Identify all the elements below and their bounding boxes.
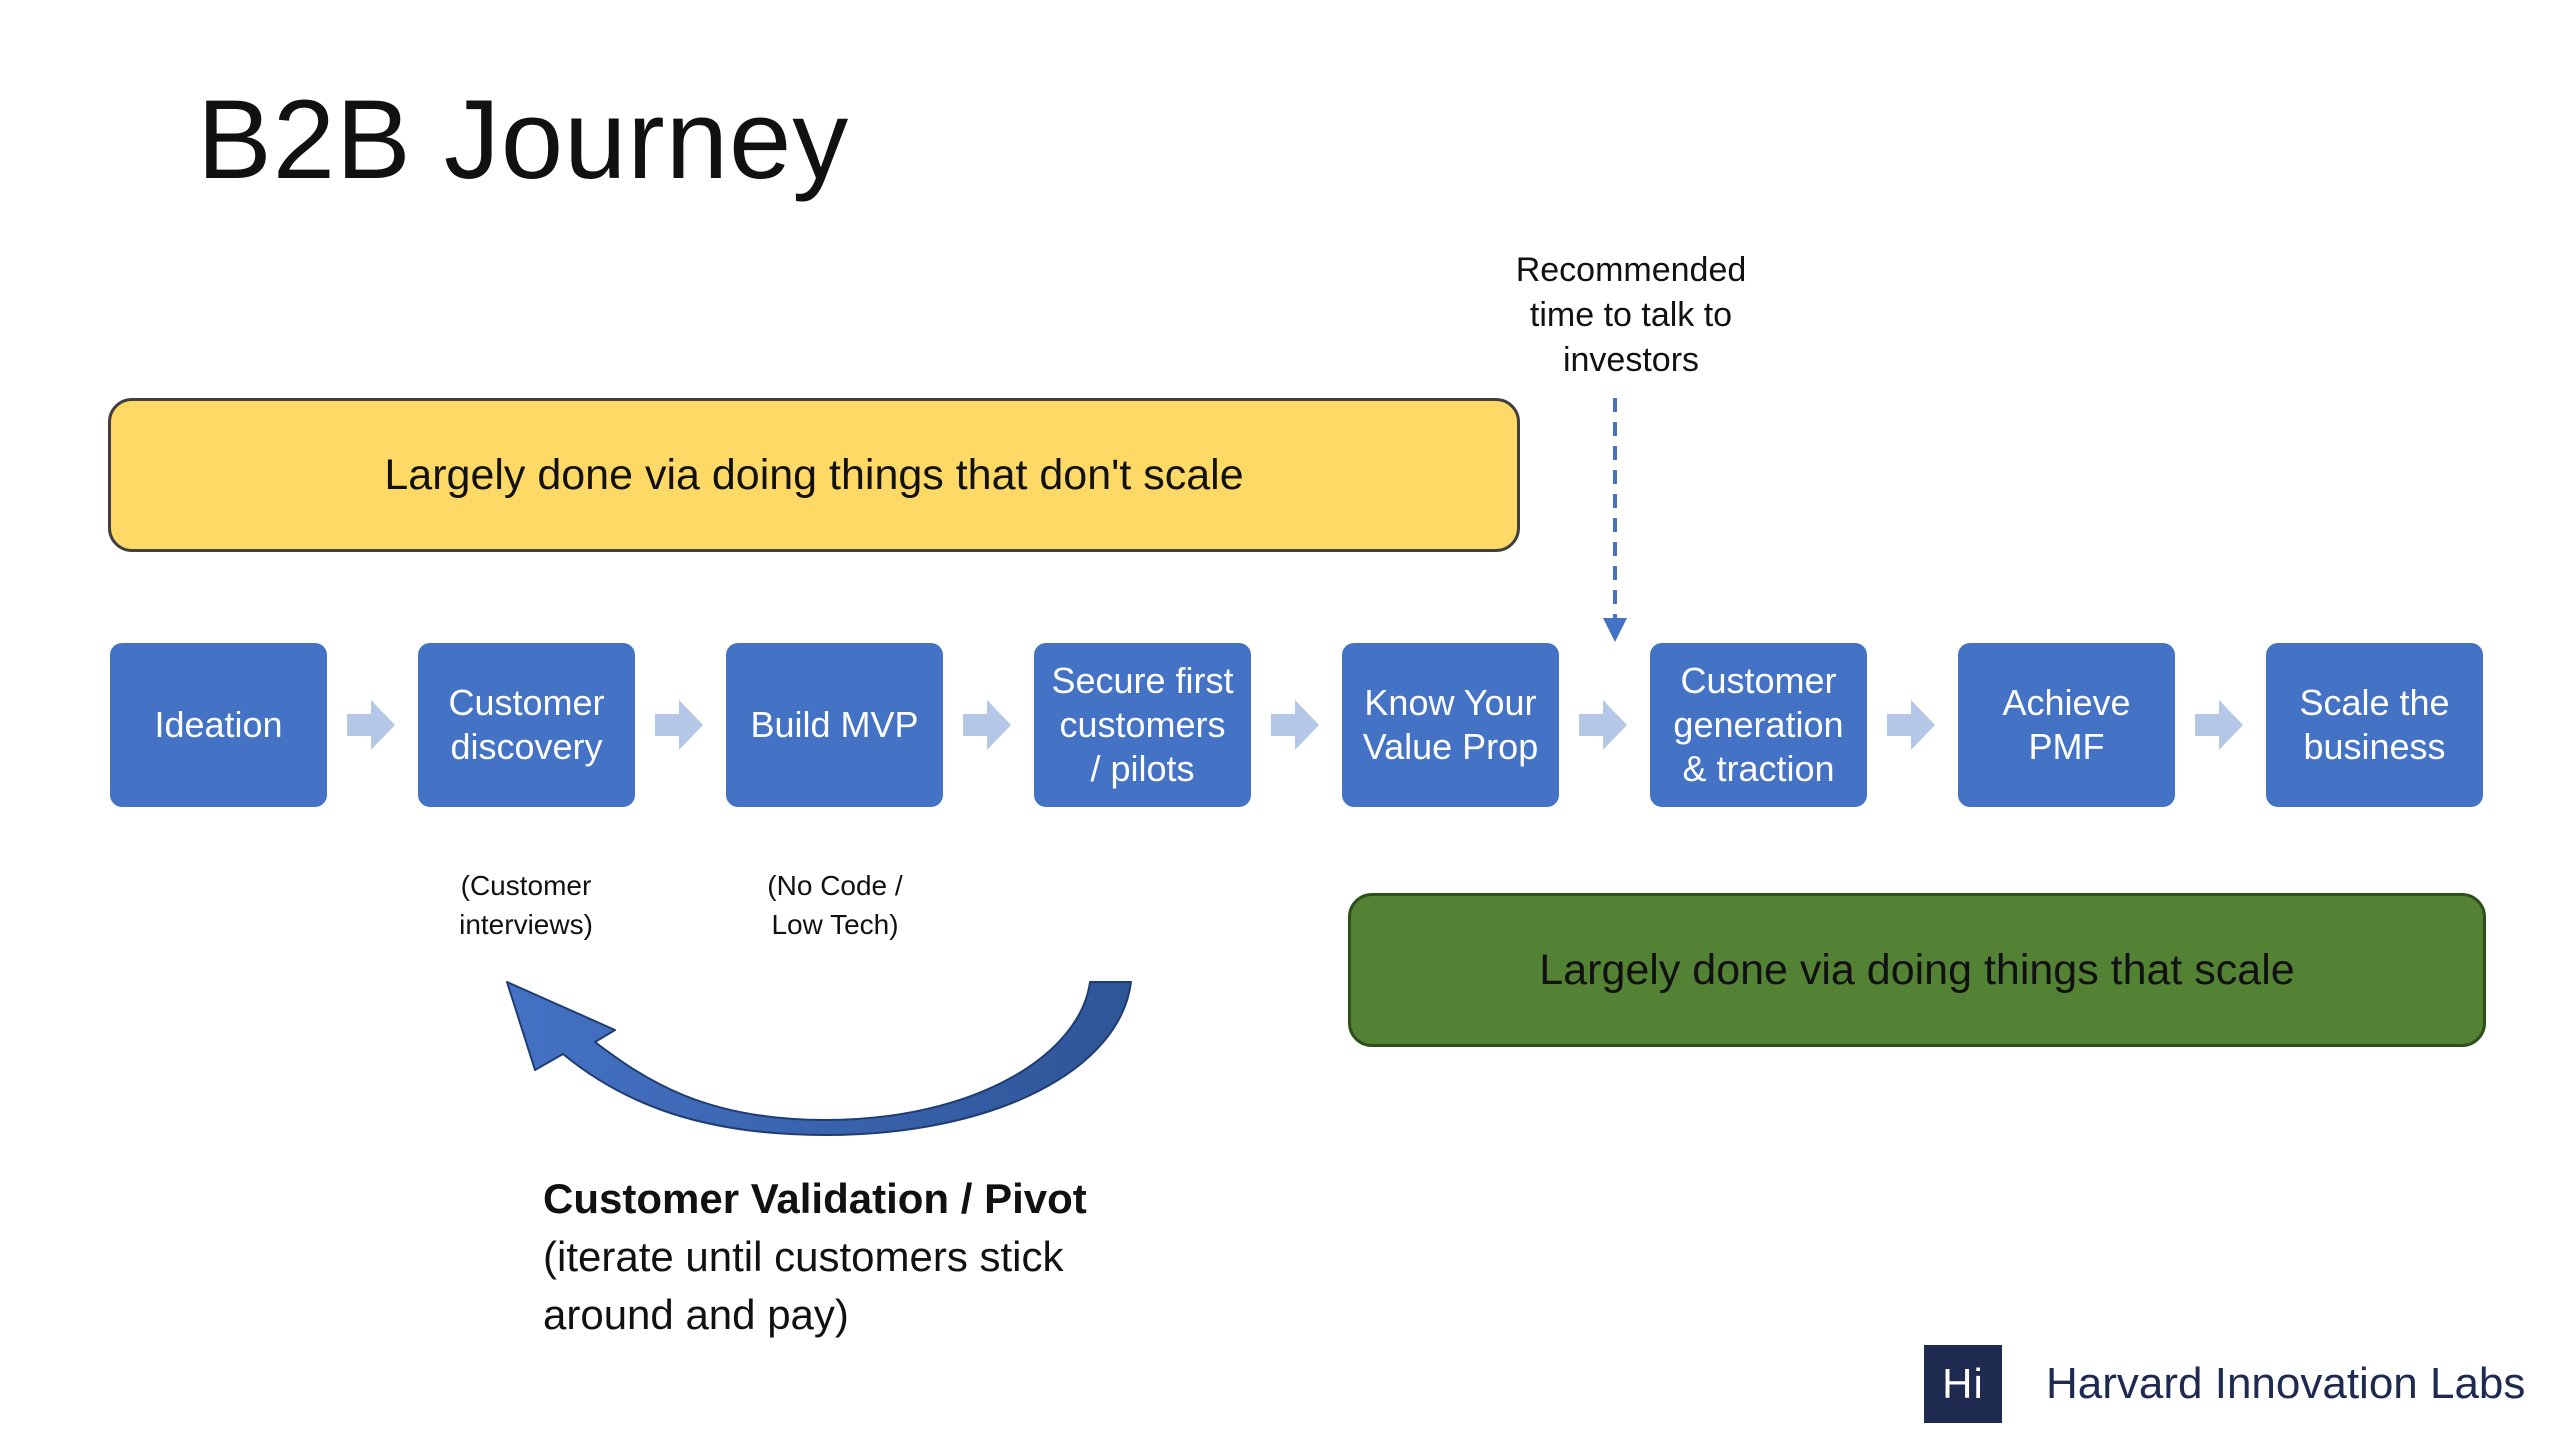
step-know-your-value-prop-line-1: Know Your <box>1364 682 1537 723</box>
banner-no-scale: Largely done via doing things that don't… <box>108 398 1520 552</box>
step-customer-discovery-line-1: Customer <box>448 682 605 723</box>
banner-no-scale-text: Largely done via doing things that don't… <box>384 450 1244 499</box>
step-build-mvp: Build MVP <box>726 643 943 807</box>
step-customer-generation-line-3: & traction <box>1682 748 1835 789</box>
chevron-right-icon <box>963 700 1011 750</box>
note-no-code-line-2: Low Tech) <box>771 909 899 940</box>
note-customer-interviews: (Customer interviews) <box>411 866 641 944</box>
step-customer-discovery-line-2: discovery <box>450 726 603 767</box>
step-build-mvp-label: Build MVP <box>750 704 919 745</box>
step-secure-first-customers-line-2: customers <box>1059 704 1226 745</box>
chevron-right-icon <box>1271 700 1319 750</box>
chevron-right-icon <box>347 700 395 750</box>
brand-name: Harvard Innovation Labs <box>2046 1359 2526 1408</box>
note-customer-interviews-line-2: interviews) <box>459 909 593 940</box>
note-no-code: (No Code / Low Tech) <box>720 866 950 944</box>
pivot-caption: Customer Validation / Pivot (iterate unt… <box>543 1170 1243 1344</box>
step-achieve-pmf: Achieve PMF <box>1958 643 2175 807</box>
slide-title: B2B Journey <box>197 77 850 202</box>
step-achieve-pmf-line-2: PMF <box>2028 726 2105 767</box>
investor-note-line-3: investors <box>1562 341 1700 379</box>
step-achieve-pmf-line-1: Achieve <box>2002 682 2131 723</box>
investor-note: Recommended time to talk to investors <box>1456 248 1806 383</box>
chevron-right-icon <box>655 700 703 750</box>
banner-scale-text: Largely done via doing things that scale <box>1539 945 2295 994</box>
step-scale-the-business-line-1: Scale the <box>2299 682 2450 723</box>
dashed-down-arrow-icon <box>1603 398 1627 642</box>
note-no-code-line-1: (No Code / <box>767 870 903 901</box>
step-know-your-value-prop-line-2: Value Prop <box>1362 726 1539 767</box>
step-customer-discovery: Customer discovery <box>418 643 635 807</box>
step-scale-the-business: Scale the business <box>2266 643 2483 807</box>
step-secure-first-customers-line-1: Secure first <box>1051 660 1234 701</box>
pivot-desc-line-1: (iterate until customers stick <box>543 1233 1064 1280</box>
brand-logo: Hi <box>1924 1345 2002 1423</box>
step-ideation: Ideation <box>110 643 327 807</box>
investor-note-line-1: Recommended <box>1515 251 1747 289</box>
chevron-right-icon <box>2195 700 2243 750</box>
banner-scale: Largely done via doing things that scale <box>1348 893 2486 1047</box>
step-ideation-label: Ideation <box>154 704 283 745</box>
chevron-right-icon <box>1579 700 1627 750</box>
step-scale-the-business-line-2: business <box>2303 726 2446 767</box>
chevron-right-icon <box>1887 700 1935 750</box>
brand: Hi Harvard Innovation Labs <box>1924 1345 2525 1423</box>
step-secure-first-customers-line-3: / pilots <box>1090 748 1195 789</box>
step-know-your-value-prop: Know Your Value Prop <box>1342 643 1559 807</box>
step-customer-generation-line-2: generation <box>1673 704 1844 745</box>
note-customer-interviews-line-1: (Customer <box>460 870 592 901</box>
loop-back-arrow-icon <box>506 981 1132 1136</box>
investor-note-line-2: time to talk to <box>1529 296 1733 334</box>
step-customer-generation: Customer generation & traction <box>1650 643 1867 807</box>
step-customer-generation-line-1: Customer <box>1680 660 1837 701</box>
pivot-desc-line-2: around and pay) <box>543 1291 849 1338</box>
pivot-title: Customer Validation / Pivot <box>543 1175 1087 1222</box>
step-secure-first-customers: Secure first customers / pilots <box>1034 643 1251 807</box>
